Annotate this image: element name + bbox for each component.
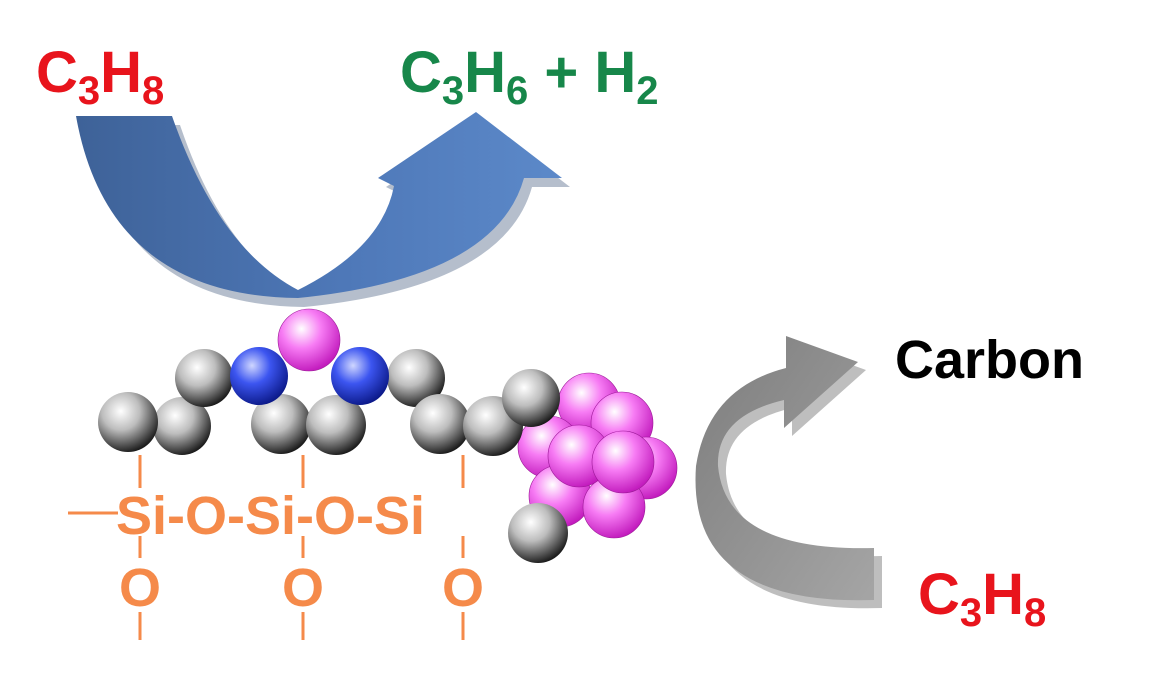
element-symbol: + H — [528, 40, 637, 105]
carbon-label: Carbon — [895, 330, 1084, 390]
subscript: 3 — [77, 69, 101, 113]
product-formula-top: C3H6 + H2 — [400, 44, 659, 112]
carbon-atom — [502, 369, 560, 427]
metal-atom — [277, 308, 341, 372]
reactant-formula-bottom: C3H8 — [918, 566, 1046, 634]
carbon-atom — [98, 392, 158, 452]
element-symbol: C — [918, 562, 960, 627]
carbon-atom — [410, 394, 470, 454]
metal-nanoparticle — [517, 372, 678, 539]
element-symbol: C — [400, 40, 442, 105]
oxygen-label: O — [442, 558, 484, 618]
silica-support: Si-O-Si-O-Si O O O — [68, 455, 484, 640]
nitrogen-atom — [331, 347, 389, 405]
coking-arrow — [695, 336, 882, 609]
subscript: 8 — [142, 69, 165, 113]
reactant-formula-top: C3H8 — [36, 44, 164, 112]
carbon-atom — [508, 503, 568, 563]
oxygen-label: O — [282, 558, 324, 618]
element-symbol: H — [464, 40, 507, 105]
carbon-atom — [175, 349, 233, 407]
reaction-arrow — [76, 112, 570, 307]
subscript: 3 — [959, 591, 983, 635]
element-symbol: H — [100, 40, 143, 105]
element-symbol: C — [36, 40, 78, 105]
subscript: 8 — [1024, 591, 1047, 635]
element-symbol: H — [982, 562, 1025, 627]
carbon-nitrogen-framework — [98, 308, 568, 563]
metal-atom — [591, 430, 655, 494]
subscript: 3 — [441, 69, 465, 113]
carbon-atom — [387, 349, 445, 407]
nitrogen-atom — [230, 347, 288, 405]
carbon-atom — [153, 397, 211, 455]
carbon-atom — [251, 394, 311, 454]
carbon-atom — [306, 395, 366, 455]
silica-chain-text: Si-O-Si-O-Si — [116, 486, 425, 546]
subscript: 2 — [636, 69, 659, 113]
oxygen-label: O — [119, 558, 161, 618]
subscript: 6 — [506, 69, 529, 113]
